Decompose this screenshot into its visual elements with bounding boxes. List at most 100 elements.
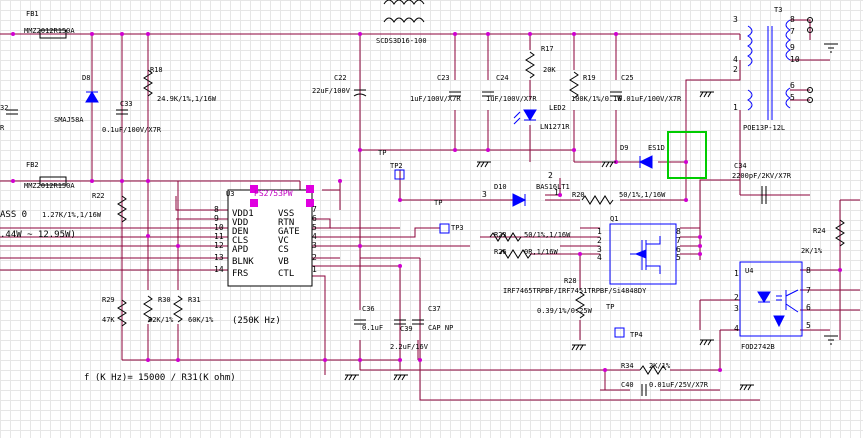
t3-pin-number: 6 bbox=[790, 81, 795, 90]
c32-ref: 32 bbox=[0, 104, 8, 112]
u4-pin-number: 7 bbox=[806, 286, 811, 295]
r30-value: 82K/1% bbox=[148, 316, 174, 324]
q1-value: IRF7465TRPBF/IRF7451TRPBF/Si4848DY bbox=[503, 287, 647, 295]
c40-ref: C40 bbox=[621, 381, 634, 389]
u3-body bbox=[227, 189, 313, 287]
c37-symbol bbox=[412, 319, 424, 325]
r23-value: 50/1%,1/16W bbox=[524, 231, 571, 239]
tp-label: TP bbox=[378, 149, 386, 157]
q1-box bbox=[609, 223, 677, 285]
tp-label-2: TP bbox=[434, 199, 442, 207]
c24-symbol bbox=[482, 91, 494, 97]
r18-value: 24.9K/1%,1/16W bbox=[157, 95, 217, 103]
c37-ref: C37 bbox=[428, 305, 441, 313]
r29-ref: R29 bbox=[102, 296, 115, 304]
r26-symbol bbox=[499, 249, 532, 259]
t3-pin-number: 5 bbox=[790, 93, 795, 102]
c23-value: 1uF/100V/X7R bbox=[410, 95, 461, 103]
l1-symbol bbox=[383, 17, 425, 23]
u3-pin-number-right: 4 bbox=[312, 232, 317, 241]
u3-pin-name-left: BLNK bbox=[232, 257, 254, 267]
r30-ref: R30 bbox=[158, 296, 171, 304]
r30-symbol bbox=[143, 295, 153, 323]
u4-pin-number: 6 bbox=[806, 303, 811, 312]
r19-symbol bbox=[569, 71, 579, 99]
r22-ref: R22 bbox=[92, 192, 105, 200]
u4-ref: U4 bbox=[745, 267, 753, 275]
r31-value: 60K/1% bbox=[188, 316, 214, 324]
tp3-label: TP3 bbox=[451, 224, 464, 232]
passives bbox=[6, 0, 845, 396]
u3-pin-name-right: VB bbox=[278, 257, 289, 267]
q1-pin-number-right: 5 bbox=[676, 253, 681, 262]
r17-symbol bbox=[525, 51, 535, 79]
c36-symbol bbox=[354, 319, 366, 325]
t3-pin-number: 4 bbox=[733, 55, 738, 64]
r28-value: 0.39/1%/0.25W bbox=[537, 307, 593, 315]
u4-pin-number: 1 bbox=[734, 269, 739, 278]
tp-label-3: TP bbox=[606, 303, 614, 311]
r18-ref: R18 bbox=[150, 66, 163, 74]
c25-symbol bbox=[610, 91, 622, 97]
c33-value: 0.1uF/100V/X7R bbox=[102, 126, 162, 134]
fb2-symbol bbox=[39, 176, 67, 186]
q1-pin-number-left: 3 bbox=[597, 245, 602, 254]
u4-value: FOD2742B bbox=[741, 343, 775, 351]
r20-symbol bbox=[581, 195, 614, 205]
d9-ref: D9 bbox=[620, 144, 628, 152]
d9-value: ES1D bbox=[648, 144, 665, 152]
r23-symbol bbox=[489, 232, 522, 242]
c32-symbol bbox=[6, 109, 18, 115]
d10-pin3: 3 bbox=[482, 190, 487, 199]
u4-box bbox=[739, 261, 803, 337]
u3-pin-number-right: 2 bbox=[312, 253, 317, 262]
t3-value: POE13P-12L bbox=[743, 124, 785, 132]
c34-symbol bbox=[761, 186, 767, 204]
u3-pin-number-left: 13 bbox=[214, 253, 224, 262]
fb1-value: MMZ2012R150A bbox=[24, 27, 75, 35]
u3-pin-name-left: VDD1 bbox=[232, 209, 254, 219]
fb1-ref: FB1 bbox=[26, 10, 39, 18]
fb2-ref: FB2 bbox=[26, 161, 39, 169]
u3-pin-name-right: CS bbox=[278, 245, 289, 255]
semiconductors bbox=[85, 19, 803, 337]
u3-pin-number-left: 14 bbox=[214, 265, 224, 274]
c33-ref: C33 bbox=[120, 100, 133, 108]
d8-ref: D8 bbox=[82, 74, 90, 82]
fb2-value: MMZ2012R150A bbox=[24, 182, 75, 190]
tp2-box bbox=[394, 169, 405, 180]
r18-symbol bbox=[143, 69, 153, 97]
u3-pin-name-right: CTL bbox=[278, 269, 294, 279]
q1-pin-number-right: 6 bbox=[676, 245, 681, 254]
r22-symbol bbox=[117, 195, 127, 223]
u4-pin-number: 2 bbox=[734, 293, 739, 302]
r28-symbol bbox=[575, 291, 585, 319]
d10-symbol bbox=[512, 193, 527, 207]
u3-pin-number-right: 1 bbox=[312, 265, 317, 274]
tp3-box bbox=[439, 223, 450, 234]
u3-pin-number-left: 10 bbox=[214, 223, 224, 232]
c39-symbol bbox=[394, 319, 406, 325]
u4-pin-number: 3 bbox=[734, 304, 739, 313]
r31-ref: R31 bbox=[188, 296, 201, 304]
c37-value: CAP NP bbox=[428, 324, 453, 332]
selection-highlight bbox=[667, 131, 707, 179]
u4-pin-number: 8 bbox=[806, 266, 811, 275]
c24-ref: C24 bbox=[496, 74, 509, 82]
u3-pin-number-left: 8 bbox=[214, 205, 219, 214]
junctions bbox=[11, 32, 842, 372]
tp2-label: TP2 bbox=[390, 162, 403, 170]
c22-value: 22uF/100V bbox=[312, 87, 351, 95]
r34-symbol bbox=[639, 365, 667, 375]
u4-pin-number: 4 bbox=[734, 324, 739, 333]
c36-value: 0.1uF bbox=[362, 324, 383, 332]
t3-ref: T3 bbox=[774, 6, 782, 14]
u3-pin-name-right: VSS bbox=[278, 209, 294, 219]
led2-ref: LED2 bbox=[549, 104, 566, 112]
r24-ref: R24 bbox=[813, 227, 826, 235]
c23-symbol bbox=[449, 91, 461, 97]
r20-value: 50/1%,1/16W bbox=[619, 191, 666, 199]
r26-value: 0R,1/16W bbox=[524, 248, 559, 256]
